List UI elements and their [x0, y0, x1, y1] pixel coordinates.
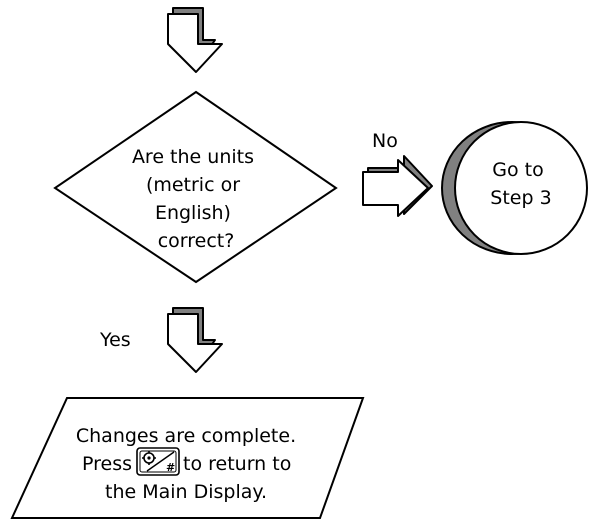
- decision-text-line3: English): [155, 202, 231, 224]
- svg-text:Are the units (metric or: Are the units (metric or English) correc…: [132, 146, 260, 252]
- svg-text:#: #: [166, 461, 175, 474]
- terminator-circle: [441, 121, 588, 255]
- down-arrow-icon-yes: [167, 307, 223, 373]
- result-text-line1: Changes are complete.: [76, 425, 296, 447]
- down-arrow-icon-top: [167, 7, 223, 73]
- terminator-text-line1: Go to: [492, 159, 543, 181]
- no-label: No: [372, 130, 398, 152]
- result-text-line2-after: to return to: [183, 453, 291, 475]
- decision-text-line1: Are the units: [132, 146, 254, 168]
- decision-text-line4: correct?: [158, 230, 235, 252]
- terminator-text-line2: Step 3: [490, 187, 551, 209]
- svg-text:Go to Step 3: Go to Step 3: [490, 159, 551, 209]
- right-arrow-icon: [362, 155, 433, 217]
- decision-diamond: [53, 90, 338, 284]
- result-text-line3: the Main Display.: [105, 481, 267, 503]
- decision-text-line2: (metric or: [146, 174, 240, 196]
- result-text-line2-before: Press: [82, 453, 132, 475]
- settings-units-button-icon: #: [136, 447, 180, 476]
- result-parallelogram: [10, 397, 365, 519]
- yes-label: Yes: [99, 329, 131, 351]
